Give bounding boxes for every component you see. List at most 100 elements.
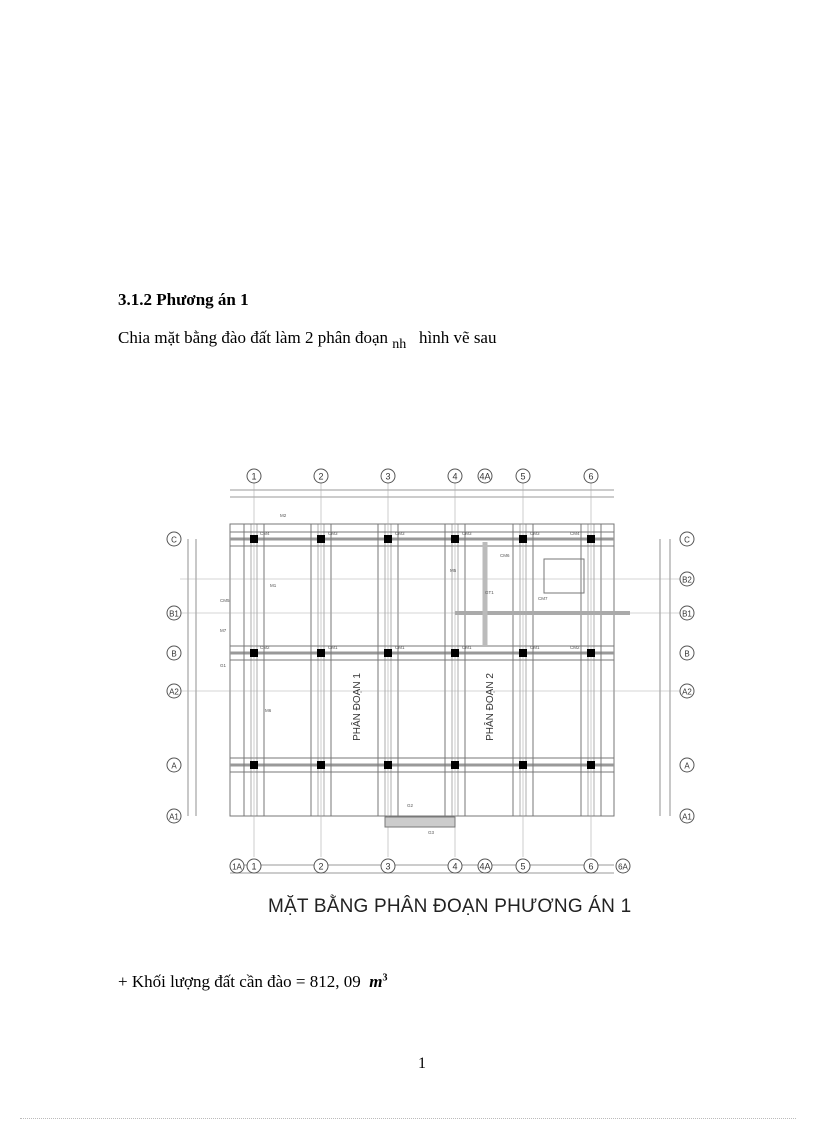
axis-label-B2: B2 (682, 576, 692, 585)
axis-bubble (246, 468, 262, 484)
axis-bubble (313, 468, 329, 484)
axis-bubble (477, 468, 493, 484)
axis-bubble (515, 468, 531, 484)
axis-label-4A: 4A (479, 862, 490, 872)
axis-label-A: A (684, 762, 690, 771)
column (587, 535, 595, 543)
axis-label-6A: 6A (618, 863, 628, 872)
axis-bubble (166, 757, 182, 773)
excavation-volume: + Khối lượng đất cần đào = 812, 09 m3 (118, 972, 388, 992)
drawing-caption: MẶT BẰNG PHÂN ĐOẠN PHƯƠNG ÁN 1 (268, 896, 632, 917)
intro-tail: hình vẽ sau (419, 328, 497, 347)
footing-label: M5 (450, 568, 457, 573)
axis-bubble (679, 808, 695, 824)
column (250, 761, 258, 769)
axis-label-1: 1 (251, 472, 256, 482)
footing-label: G1 (220, 663, 227, 668)
axis-bubble (477, 858, 493, 874)
footing-label: CM7 (538, 596, 548, 601)
axis-label-3: 3 (385, 472, 390, 482)
axis-label-A2: A2 (682, 688, 692, 697)
axis-label-6: 6 (588, 862, 593, 872)
axis-label-6: 6 (588, 472, 593, 482)
axis-bubble (380, 468, 396, 484)
axis-bubble (166, 808, 182, 824)
footing-label: M1 (270, 583, 277, 588)
axis-label-5: 5 (520, 472, 525, 482)
axis-label-4A: 4A (479, 472, 490, 482)
axis-label-C: C (684, 536, 690, 545)
axis-bubble (583, 858, 599, 874)
axis-label-A1: A1 (682, 813, 692, 822)
axis-label-5: 5 (520, 862, 525, 872)
axis-bubble (679, 645, 695, 661)
axis-bubble (380, 858, 396, 874)
column (451, 761, 459, 769)
column (384, 761, 392, 769)
axis-bubble (166, 605, 182, 621)
column (451, 535, 459, 543)
volume-text: + Khối lượng đất cần đào = 812, 09 (118, 972, 361, 991)
axis-label-B: B (684, 650, 689, 659)
axis-bubble (679, 757, 695, 773)
axis-label-1: 1 (251, 862, 256, 872)
footing-label: CM2 (570, 645, 580, 650)
segment-label-2: PHÂN ĐOẠN 2 (483, 673, 496, 741)
plan-outline (229, 523, 615, 817)
axis-label-A1: A1 (169, 813, 179, 822)
footing-label: GT1 (485, 590, 494, 595)
unit-exponent: 3 (382, 972, 388, 984)
column (250, 535, 258, 543)
axis-label-C: C (171, 536, 177, 545)
footing-label: CM1 (530, 645, 540, 650)
unit: m (369, 972, 383, 991)
footing-label: CM3 (462, 531, 472, 536)
column (250, 649, 258, 657)
footing-label: CM3 (395, 531, 405, 536)
axis-label-1A: 1A (232, 863, 242, 872)
column (317, 535, 325, 543)
column (587, 649, 595, 657)
axis-label-2: 2 (318, 862, 323, 872)
axis-label-4: 4 (452, 472, 457, 482)
axis-bubble (229, 858, 245, 874)
column (384, 535, 392, 543)
column (451, 649, 459, 657)
column (317, 649, 325, 657)
footing-label: CM3 (328, 531, 338, 536)
footing-label: CM1 (328, 645, 338, 650)
axis-label-4: 4 (452, 862, 457, 872)
footing-label: CM1 (395, 645, 405, 650)
axis-bubble (447, 858, 463, 874)
annex-beam (384, 816, 456, 828)
page-bottom-rule (20, 1118, 796, 1119)
intro-text: Chia mặt bằng đào đất làm 2 phân đoạn (118, 328, 389, 347)
axis-bubble (166, 645, 182, 661)
axis-label-2: 2 (318, 472, 323, 482)
footing-label: CM4 (570, 531, 580, 536)
footing-label: CM1 (462, 645, 472, 650)
intro-paragraph: Chia mặt bằng đào đất làm 2 phân đoạn nh… (118, 328, 497, 352)
footing-label: CM4 (260, 531, 270, 536)
axis-bubble (166, 531, 182, 547)
footing-label: CM3 (530, 531, 540, 536)
axis-label-B1: B1 (682, 610, 692, 619)
footing-label: CM2 (260, 645, 270, 650)
footing-label: CM6 (500, 553, 510, 558)
footing-label: G2 (407, 803, 414, 808)
axis-label-A: A (171, 762, 177, 771)
footing-label: CM5 (220, 598, 230, 603)
axis-bubble (679, 605, 695, 621)
axis-bubble (583, 468, 599, 484)
intro-sub: nh (392, 337, 407, 352)
axis-bubble (679, 571, 695, 587)
page-number: 1 (418, 1055, 426, 1072)
axis-label-A2: A2 (169, 688, 179, 697)
column (587, 761, 595, 769)
axis-bubble (166, 683, 182, 699)
axis-bubble (447, 468, 463, 484)
section-heading: 3.1.2 Phương án 1 (118, 290, 249, 309)
axis-label-B: B (171, 650, 176, 659)
stair-box (543, 558, 585, 594)
